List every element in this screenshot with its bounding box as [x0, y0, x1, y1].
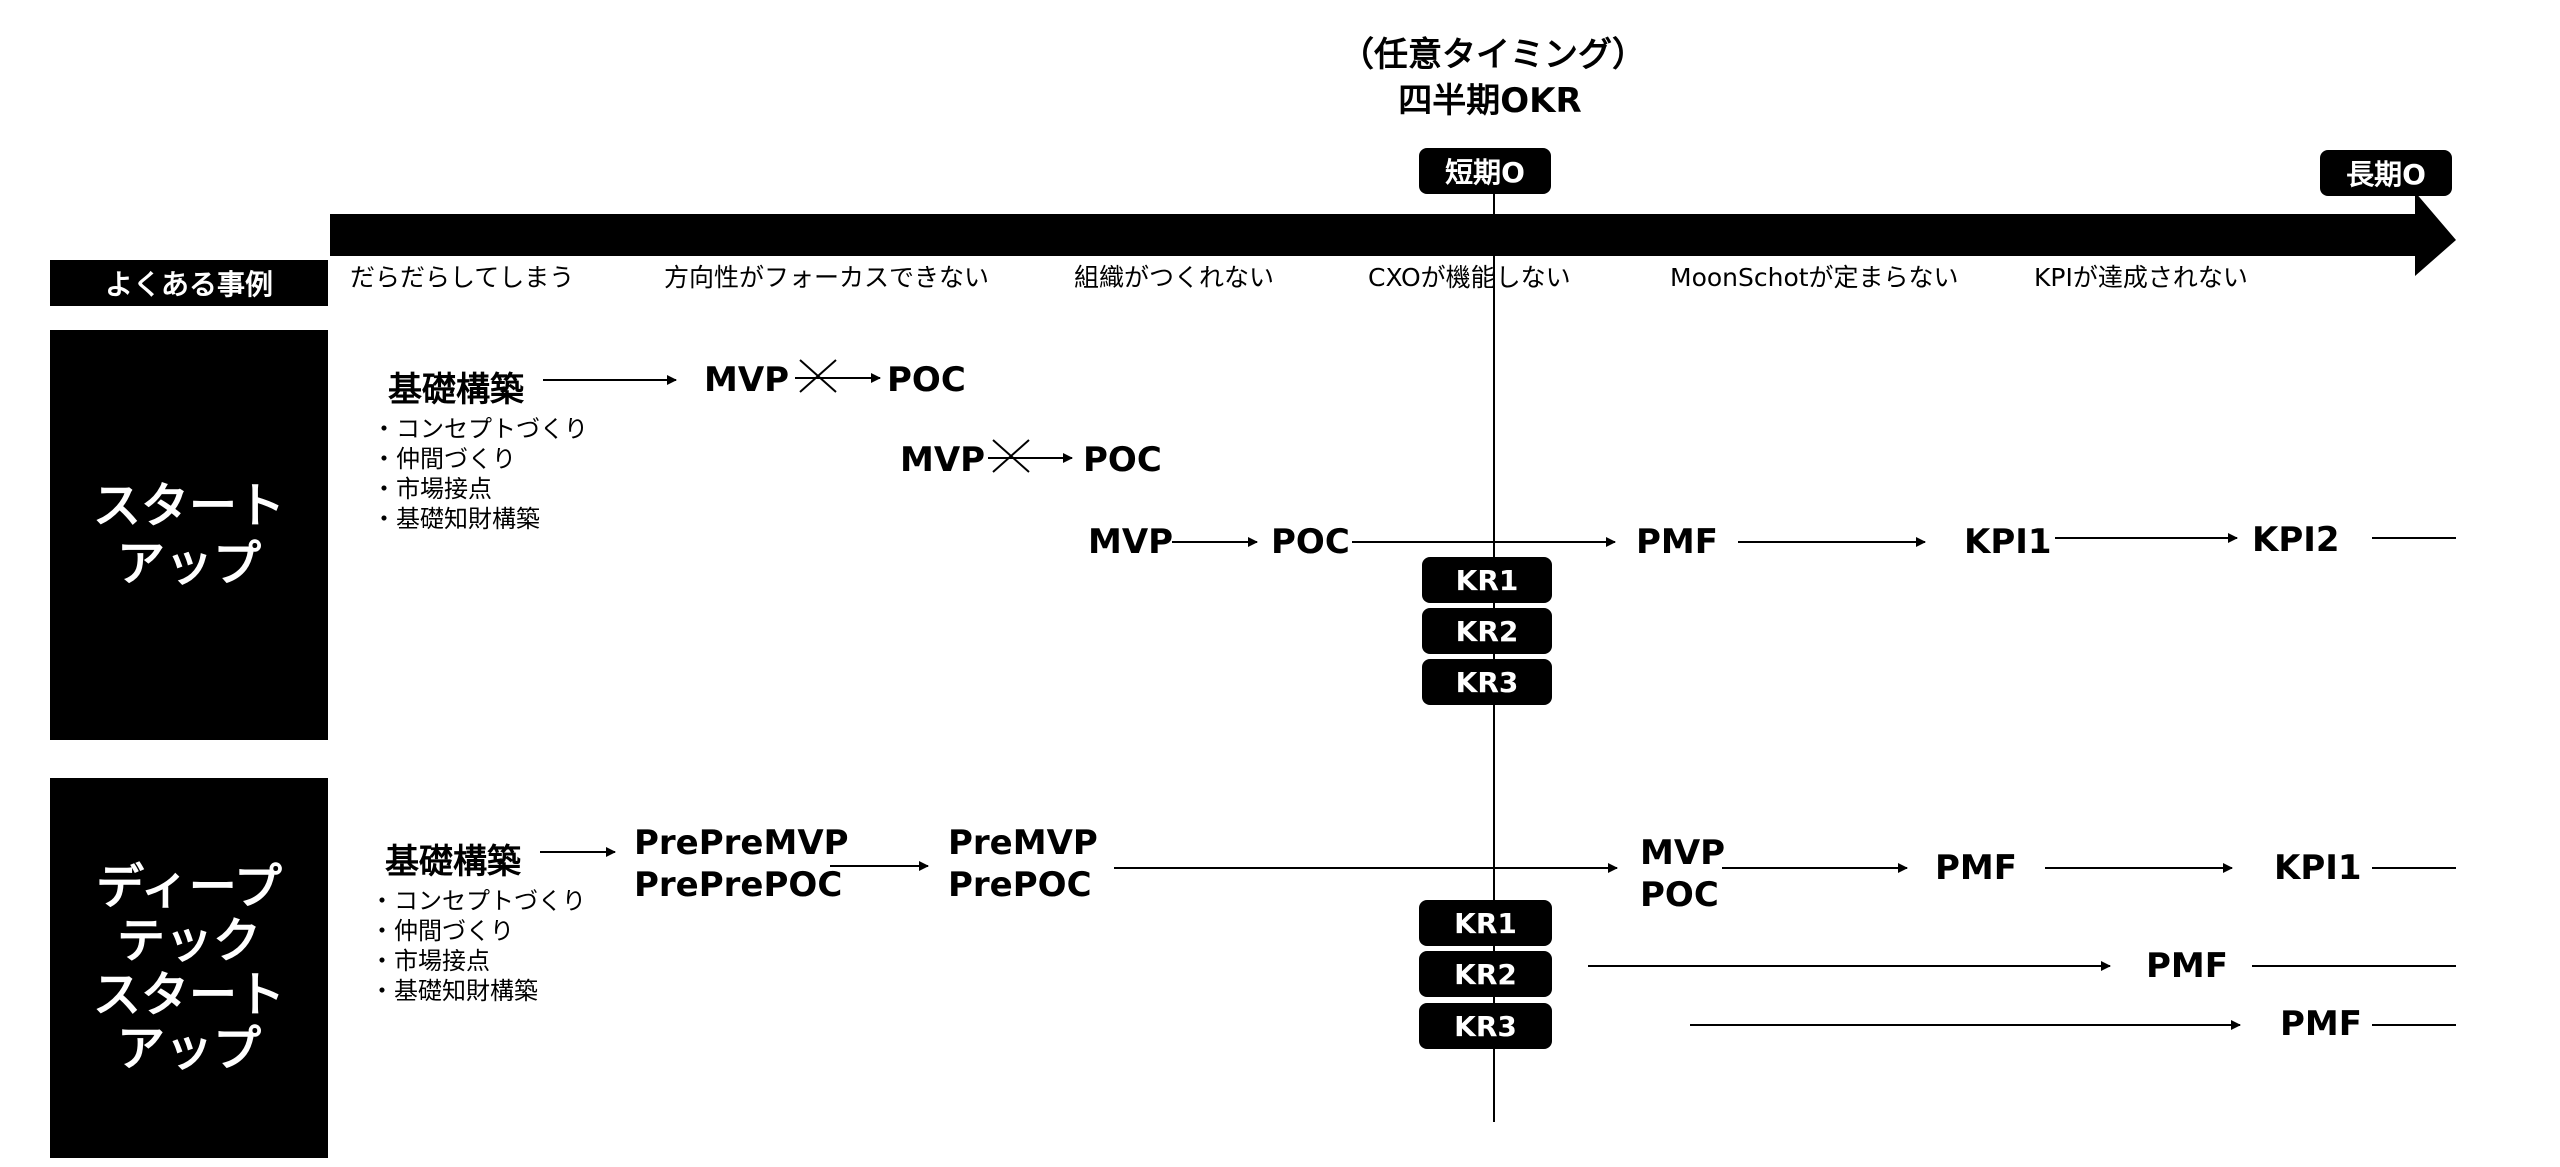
node-mvp: MVP	[704, 360, 790, 400]
node-poc: POC	[1271, 522, 1350, 562]
bullet-item: コンセプトづくり	[370, 886, 586, 916]
kr-badge-3: KR3	[1422, 659, 1552, 705]
node-premvp-prepoc: PreMVP PrePOC	[948, 822, 1098, 906]
lane-label-line: アップ	[116, 536, 261, 592]
bullet-item: 仲間づくり	[370, 916, 586, 946]
node-mvp-poc: MVP POC	[1640, 832, 1725, 916]
examples-label: よくある事例	[50, 260, 328, 306]
node-mvp: MVP	[900, 440, 986, 480]
bullet-item: コンセプトづくり	[372, 414, 588, 444]
kr-badge-1: KR1	[1419, 900, 1552, 946]
bullet-item: 仲間づくり	[372, 444, 588, 474]
long-term-objective-badge: 長期O	[2320, 150, 2452, 196]
lane-label-line: スタート	[92, 478, 285, 534]
foundation-label: 基礎構築	[385, 842, 521, 882]
example-item: 方向性がフォーカスできない	[664, 263, 990, 292]
foundation-label: 基礎構築	[388, 370, 524, 410]
example-item: MoonSchotが定まらない	[1670, 263, 1959, 292]
node-poc: POC	[887, 360, 966, 400]
example-item: だらだらしてしまう	[350, 263, 575, 292]
timing-label-line1: （任意タイミング）	[1340, 35, 1646, 75]
cross-mark-1	[799, 359, 837, 393]
node-line: MVP	[1640, 833, 1726, 873]
bullet-item: 基礎知財構築	[370, 976, 586, 1006]
kr-badge-2: KR2	[1422, 608, 1552, 654]
node-pmf: PMF	[2146, 946, 2228, 986]
lane-label-line: スタート	[92, 967, 285, 1023]
example-item: 組織がつくれない	[1074, 263, 1275, 292]
timeline-arrow	[330, 192, 2456, 276]
lane-label-deeptech: ディープ テック スタート アップ	[50, 778, 328, 1158]
node-kpi1: KPI1	[1964, 522, 2052, 562]
timing-label: （任意タイミング） 四半期OKR	[1340, 32, 1646, 124]
kr-badge-3: KR3	[1419, 1003, 1552, 1049]
node-pmf: PMF	[1935, 848, 2017, 888]
bullet-item: 基礎知財構築	[372, 504, 588, 534]
lane-label-line: アップ	[116, 1021, 261, 1077]
node-kpi1: KPI1	[2274, 848, 2362, 888]
lane-label-line: テック	[116, 913, 261, 969]
node-mvp: MVP	[1088, 522, 1174, 562]
cross-mark-2	[992, 439, 1030, 473]
node-preprempv-preprepoc: PrePreMVP PrePrePOC	[634, 822, 849, 906]
node-kpi2: KPI2	[2252, 520, 2340, 560]
example-item: KPIが達成されない	[2034, 263, 2248, 292]
node-line: PrePOC	[948, 865, 1092, 905]
lane-label-line: ディープ	[96, 859, 282, 915]
foundation-bullets: コンセプトづくり 仲間づくり 市場接点 基礎知財構築	[372, 414, 588, 534]
bullet-item: 市場接点	[372, 474, 588, 504]
example-item: CXOが機能しない	[1368, 263, 1571, 292]
foundation-bullets: コンセプトづくり 仲間づくり 市場接点 基礎知財構築	[370, 886, 586, 1006]
kr-badge-1: KR1	[1422, 557, 1552, 603]
node-poc: POC	[1083, 440, 1162, 480]
timing-label-line2: 四半期OKR	[1398, 81, 1582, 121]
node-pmf: PMF	[1636, 522, 1718, 562]
node-line: PrePreMVP	[634, 823, 849, 863]
lane-label-startup: スタート アップ	[50, 330, 328, 740]
node-pmf: PMF	[2280, 1004, 2362, 1044]
node-line: PrePrePOC	[634, 865, 843, 905]
short-term-objective-badge: 短期O	[1419, 148, 1551, 194]
bullet-item: 市場接点	[370, 946, 586, 976]
node-line: PreMVP	[948, 823, 1098, 863]
kr-badge-2: KR2	[1419, 951, 1552, 997]
node-line: POC	[1640, 875, 1719, 915]
